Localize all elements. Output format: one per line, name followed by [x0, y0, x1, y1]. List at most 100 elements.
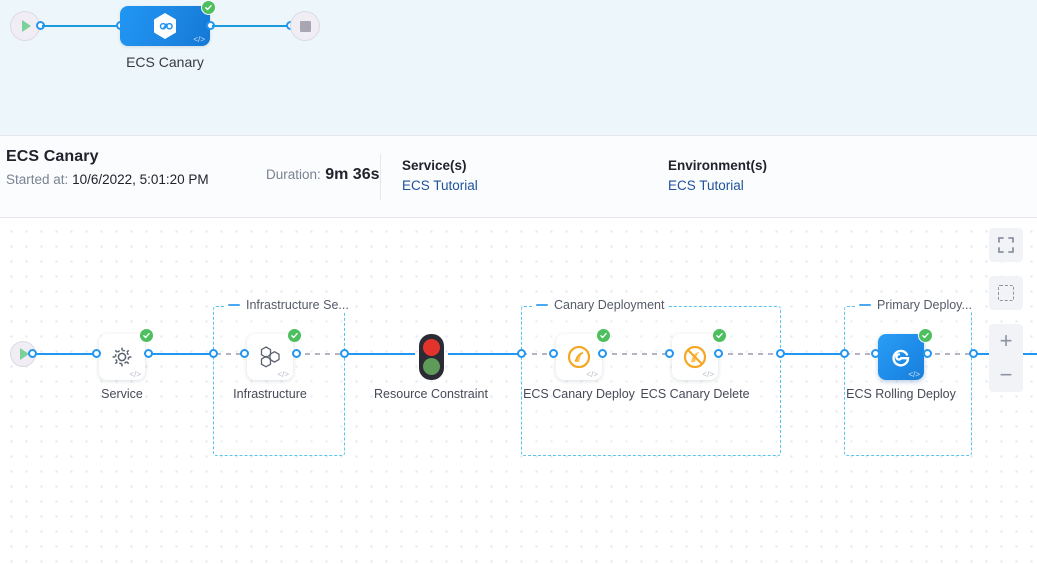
group-title-infrastructure: Infrastructure Se...: [246, 298, 349, 312]
node-ecs-canary-deploy-box[interactable]: </>: [556, 334, 602, 380]
node-label-ecs-canary-delete: ECS Canary Delete: [640, 387, 750, 401]
edge-start-to-service: [30, 353, 102, 355]
code-tag-icon: </>: [702, 370, 714, 379]
canary-delete-anchor-left: [665, 349, 674, 358]
check-icon: [291, 332, 298, 339]
node-ecs-canary-delete[interactable]: </> ECS Canary Delete: [640, 328, 750, 401]
rolling-deploy-anchor-right: [923, 349, 932, 358]
status-badge-success: [918, 328, 933, 343]
edge-canary-deploy-to-delete: [602, 353, 672, 355]
canary-deploy-anchor-right: [598, 349, 607, 358]
status-badge-success: [712, 328, 727, 343]
node-ecs-rolling-deploy-box[interactable]: </>: [878, 334, 924, 380]
group-primary-deployment[interactable]: Primary Deploy...: [844, 298, 976, 456]
services-heading: Service(s): [402, 158, 467, 173]
edge-canary-delete-out: [718, 353, 781, 355]
node-ecs-canary-deploy[interactable]: </> ECS Canary Deploy: [523, 328, 635, 401]
group-header-infrastructure: Infrastructure Se...: [224, 298, 353, 312]
traffic-red-light: [423, 339, 440, 356]
code-tag-icon: </>: [129, 370, 141, 379]
edge-resource-to-canary-group: [448, 353, 524, 355]
start-anchor: [28, 349, 37, 358]
minimap-edge-1: [42, 25, 120, 27]
select-area-button[interactable]: [989, 276, 1023, 310]
group-title-canary: Canary Deployment: [554, 298, 665, 312]
node-infrastructure[interactable]: </> Infrastructure: [233, 328, 307, 401]
minimap-end-node[interactable]: [290, 11, 320, 41]
check-icon: [205, 4, 212, 11]
node-infrastructure-box[interactable]: </>: [247, 334, 293, 380]
primary-group-anchor-left: [840, 349, 849, 358]
hexagons-icon: [260, 346, 280, 368]
environments-column: Environment(s) ECS Tutorial: [668, 158, 767, 193]
minimap-edge-2: [212, 25, 290, 27]
zoom-controls[interactable]: + −: [989, 324, 1023, 392]
node-ecs-canary-delete-box[interactable]: </>: [672, 334, 718, 380]
service-anchor-right: [144, 349, 153, 358]
play-icon: [20, 348, 29, 360]
edge-infrastructure-out: [295, 353, 343, 355]
infrastructure-anchor-right: [292, 349, 301, 358]
environments-heading: Environment(s): [668, 158, 768, 173]
minimap-stage-label: ECS Canary: [126, 54, 204, 70]
zoom-out-button[interactable]: −: [999, 362, 1013, 387]
canary-group-anchor-left: [517, 349, 526, 358]
node-label-service: Service: [101, 387, 143, 401]
ecs-canary-icon: [567, 345, 591, 369]
primary-group-anchor-right: [969, 349, 978, 358]
group-canary-deployment[interactable]: Canary Deployment: [521, 298, 781, 456]
group-title-primary: Primary Deploy...: [877, 298, 972, 312]
started-at-label: Started at:: [6, 172, 69, 187]
canary-delete-anchor-right: [714, 349, 723, 358]
check-icon: [922, 332, 929, 339]
pipeline-canvas[interactable]: Infrastructure Se... Canary Deployment P…: [0, 218, 1037, 564]
duration-label: Duration:: [266, 167, 321, 182]
node-ecs-rolling-deploy[interactable]: </> ECS Rolling Deploy: [846, 328, 956, 401]
group-header-primary: Primary Deploy...: [855, 298, 976, 312]
node-service[interactable]: </> Service: [99, 328, 154, 401]
ecs-canary-delete-icon: [683, 345, 707, 369]
environment-link[interactable]: ECS Tutorial: [668, 178, 744, 193]
infrastructure-group-anchor-left: [209, 349, 218, 358]
duration-value: 9m 36s: [325, 166, 380, 183]
edge-to-resource-constraint: [341, 353, 415, 355]
pipeline-minimap-band: </> ECS Canary: [0, 0, 1037, 136]
edge-group-in-infrastructure: [216, 353, 249, 355]
edge-canary-to-primary-group: [779, 353, 847, 355]
started-at-value: 10/6/2022, 5:01:20 PM: [72, 172, 209, 187]
group-header-canary: Canary Deployment: [532, 298, 669, 312]
ecs-rolling-deploy-icon: [892, 349, 910, 367]
infrastructure-group-anchor-right: [340, 349, 349, 358]
check-icon: [143, 332, 150, 339]
check-icon: [600, 332, 607, 339]
node-label-resource-constraint: Resource Constraint: [374, 387, 488, 401]
harness-hexagon-icon: [154, 13, 176, 39]
play-icon: [22, 20, 31, 32]
collapse-dash-icon[interactable]: [859, 304, 871, 306]
collapse-dash-icon[interactable]: [228, 304, 240, 306]
code-tag-icon: </>: [193, 35, 205, 44]
edge-canary-group-in: [522, 353, 555, 355]
edge-primary-out: [925, 353, 973, 355]
code-tag-icon: </>: [277, 370, 289, 379]
canary-deploy-anchor-left: [549, 349, 558, 358]
group-infrastructure-section[interactable]: Infrastructure Se...: [213, 298, 353, 456]
infrastructure-anchor-left: [240, 349, 249, 358]
fullscreen-button[interactable]: [989, 228, 1023, 262]
service-anchor-left: [92, 349, 101, 358]
traffic-green-light: [423, 358, 440, 375]
execution-info-header: ECS Canary Started at: 10/6/2022, 5:01:2…: [0, 136, 1037, 218]
minimap-stage-node[interactable]: </>: [120, 6, 210, 46]
code-tag-icon: </>: [586, 370, 598, 379]
dashed-square-icon: [998, 285, 1014, 301]
status-badge-success: [139, 328, 154, 343]
status-badge-success: [596, 328, 611, 343]
node-service-box[interactable]: </>: [99, 334, 145, 380]
traffic-light-icon[interactable]: [419, 334, 444, 380]
service-link[interactable]: ECS Tutorial: [402, 178, 478, 193]
node-label-ecs-rolling-deploy: ECS Rolling Deploy: [846, 387, 956, 401]
minimap-start-node[interactable]: [10, 11, 40, 41]
stop-icon: [299, 20, 311, 32]
zoom-in-button[interactable]: +: [999, 328, 1013, 353]
collapse-dash-icon[interactable]: [536, 304, 548, 306]
